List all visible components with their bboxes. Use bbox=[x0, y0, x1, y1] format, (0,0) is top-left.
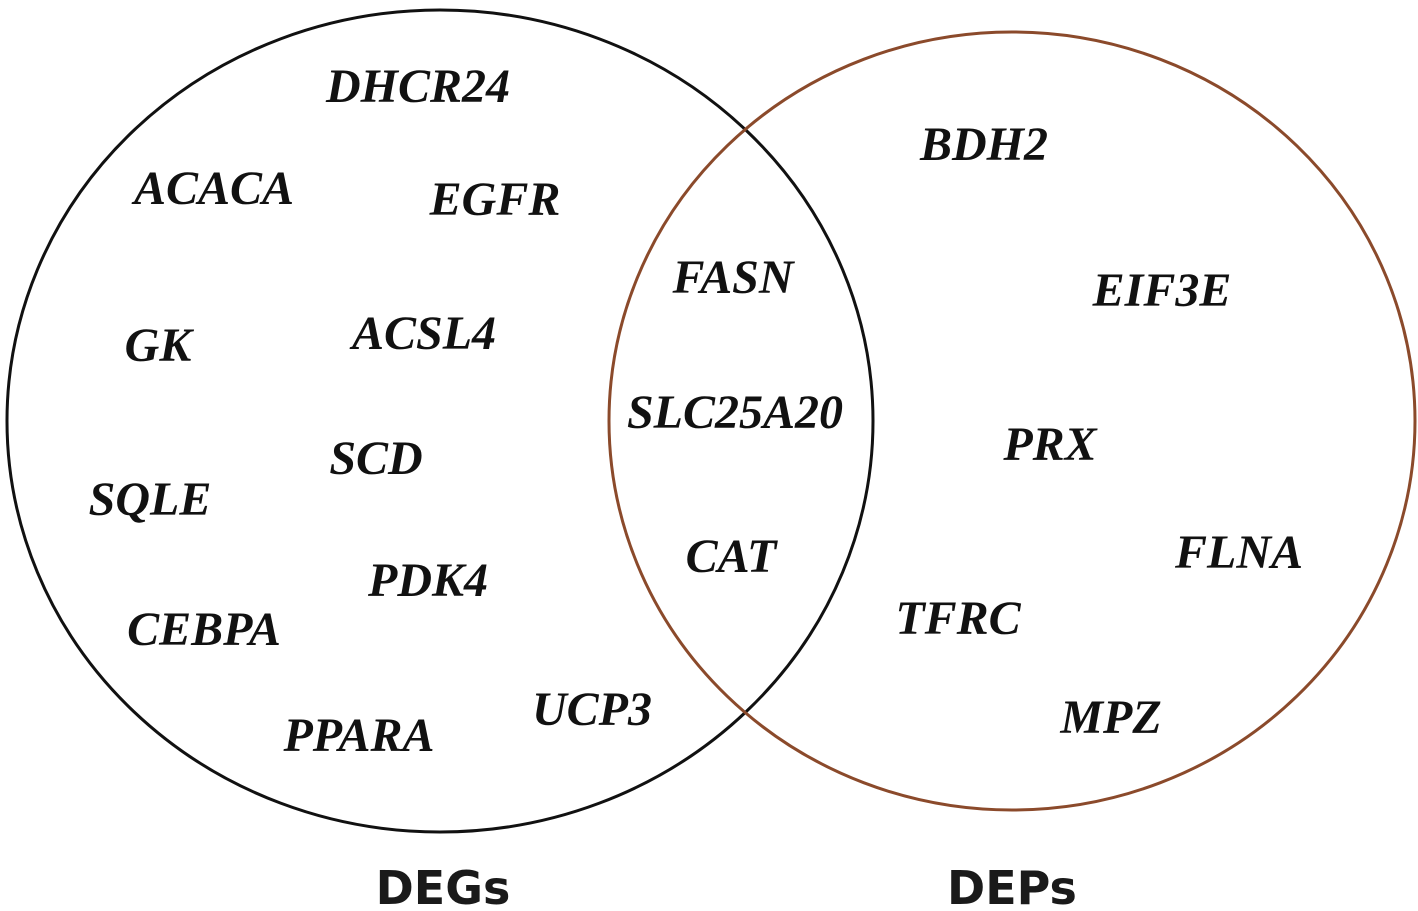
gene-label: SCD bbox=[329, 432, 422, 485]
gene-label: ACACA bbox=[131, 162, 294, 215]
gene-label: TFRC bbox=[895, 592, 1021, 645]
degs-set-label: DEGs bbox=[376, 861, 511, 911]
gene-label: BDH2 bbox=[919, 118, 1048, 171]
gene-label: FLNA bbox=[1174, 526, 1303, 579]
gene-label: MPZ bbox=[1059, 691, 1161, 744]
gene-label: DHCR24 bbox=[325, 60, 510, 113]
gene-label: PDK4 bbox=[367, 554, 488, 607]
shared-gene-label: SLC25A20 bbox=[627, 386, 843, 439]
gene-label: UCP3 bbox=[532, 683, 652, 736]
gene-label: GK bbox=[125, 319, 195, 372]
gene-label: CEBPA bbox=[127, 603, 281, 656]
deps-circle bbox=[607, 30, 1417, 812]
degs-circle bbox=[5, 8, 875, 834]
gene-label: SQLE bbox=[89, 473, 212, 526]
shared-gene-label: FASN bbox=[672, 251, 796, 304]
deps-set-label: DEPs bbox=[947, 861, 1077, 911]
gene-label: PPARA bbox=[282, 709, 434, 762]
shared-gene-label: CAT bbox=[686, 530, 778, 583]
gene-label: EGFR bbox=[429, 173, 561, 226]
gene-label: EIF3E bbox=[1092, 264, 1232, 317]
gene-label: PRX bbox=[1002, 418, 1097, 471]
gene-label: ACSL4 bbox=[349, 307, 496, 360]
